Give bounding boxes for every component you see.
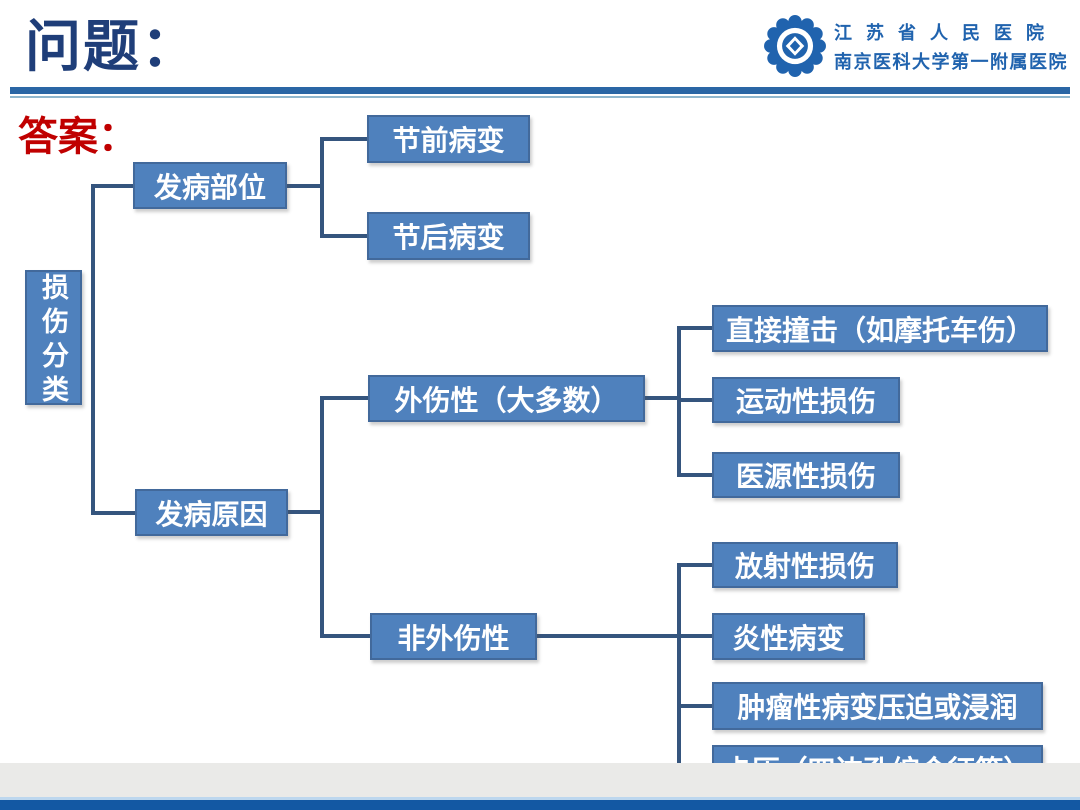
footer-gray-band bbox=[0, 763, 1080, 797]
footer-bar bbox=[0, 800, 1080, 810]
connector-line bbox=[645, 396, 679, 400]
node-preganglionic-lesion: 节前病变 bbox=[367, 115, 530, 163]
hospital-logo: 江苏省人民医院 南京医科大学第一附属医院 bbox=[764, 14, 1068, 78]
connector-line bbox=[677, 563, 712, 567]
connector-line bbox=[537, 634, 712, 638]
node-sports-injury: 运动性损伤 bbox=[712, 377, 900, 423]
connector-line bbox=[320, 137, 367, 141]
node-tumor-compression: 肿瘤性病变压迫或浸润 bbox=[712, 682, 1043, 730]
hospital-name-line1: 江苏省人民医院 bbox=[834, 22, 1058, 43]
connector-line bbox=[320, 396, 324, 638]
connector-line bbox=[91, 184, 95, 515]
node-traumatic: 外伤性（大多数） bbox=[368, 375, 645, 422]
hospital-name-line2: 南京医科大学第一附属医院 bbox=[834, 51, 1068, 72]
node-postganglionic-lesion: 节后病变 bbox=[367, 212, 530, 260]
hospital-emblem-icon bbox=[764, 15, 826, 77]
connector-line bbox=[288, 510, 322, 514]
footer-light-line bbox=[0, 797, 1080, 800]
connector-line bbox=[320, 634, 370, 638]
connector-line bbox=[287, 184, 322, 188]
page-title: 问题： bbox=[25, 15, 199, 78]
header-divider bbox=[10, 87, 1070, 98]
connector-line bbox=[677, 473, 712, 477]
connector-line bbox=[320, 234, 367, 238]
hospital-name: 江苏省人民医院 南京医科大学第一附属医院 bbox=[834, 19, 1068, 74]
node-root-injury-classification: 损伤分类 bbox=[25, 270, 82, 409]
connector-line bbox=[320, 137, 324, 238]
node-direct-impact: 直接撞击（如摩托车伤） bbox=[712, 305, 1048, 352]
connector-line bbox=[677, 563, 681, 771]
node-inflammatory-lesion: 炎性病变 bbox=[712, 613, 865, 660]
node-nontraumatic: 非外伤性 bbox=[370, 613, 537, 660]
connector-line bbox=[320, 396, 368, 400]
node-onset-cause: 发病原因 bbox=[135, 489, 288, 536]
connector-line bbox=[91, 511, 135, 515]
node-radiation-injury: 放射性损伤 bbox=[712, 542, 898, 588]
connector-line bbox=[91, 184, 133, 188]
node-onset-location: 发病部位 bbox=[133, 162, 287, 209]
node-iatrogenic-injury: 医源性损伤 bbox=[712, 452, 900, 498]
connector-line bbox=[677, 704, 712, 708]
answer-label: 答案： bbox=[18, 115, 138, 159]
connector-line bbox=[677, 398, 712, 402]
connector-line bbox=[677, 326, 712, 330]
